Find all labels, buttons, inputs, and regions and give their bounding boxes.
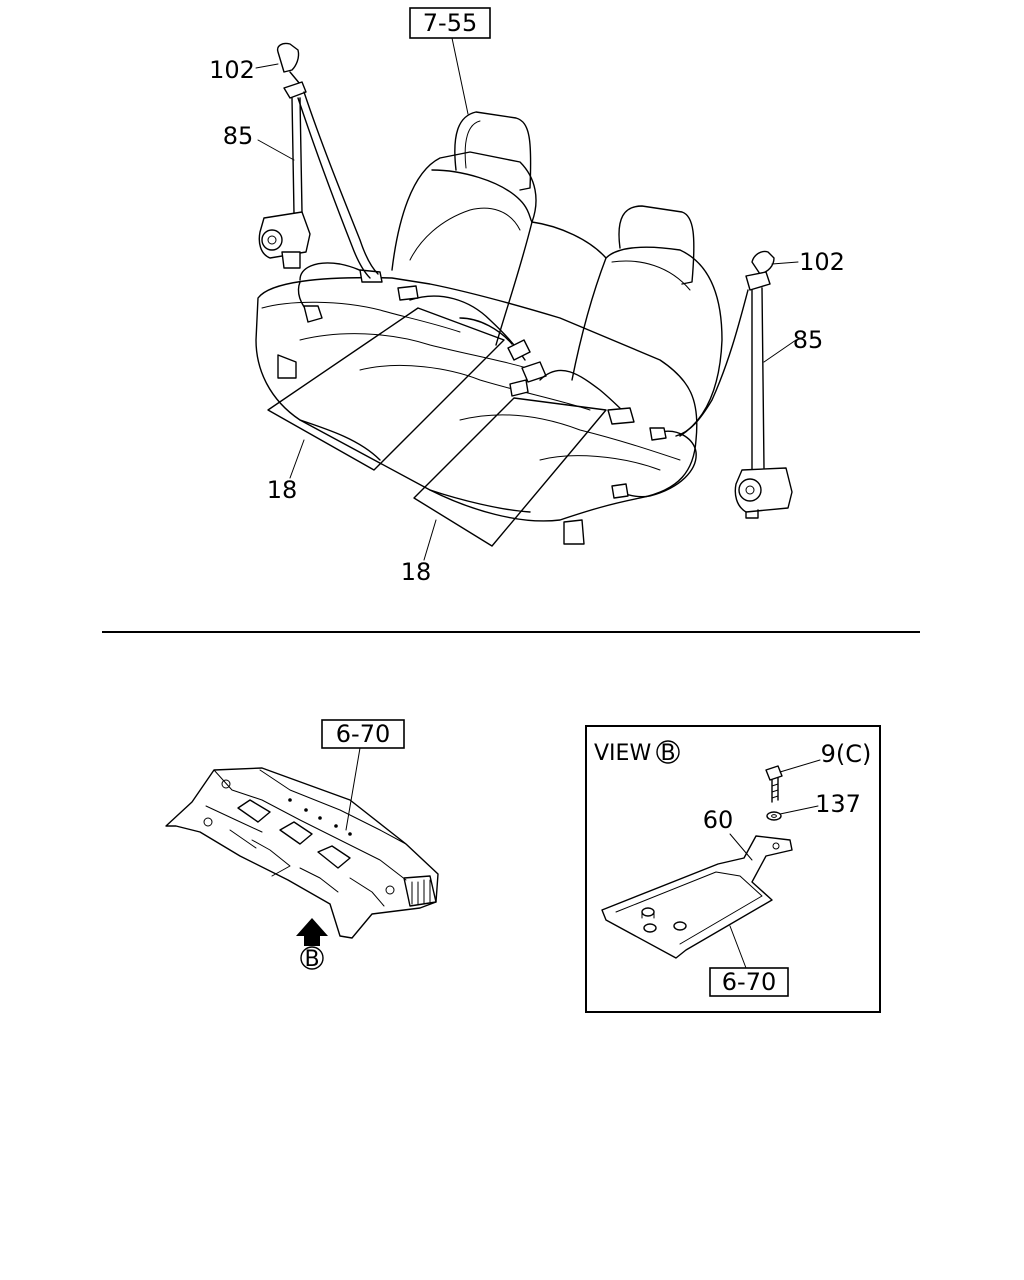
floor-panel [165, 767, 439, 939]
rear-bench-seat [255, 111, 723, 545]
right-seat-belt-assembly [675, 250, 793, 519]
leader-lines-top [255, 37, 799, 561]
leader-lines-view [729, 759, 821, 969]
callout-washer: 137 [815, 790, 861, 818]
ref-box-floor [321, 719, 405, 749]
callout-bracket: 60 [703, 806, 734, 834]
callout-label-right: 18 [401, 558, 432, 586]
callout-belt-right: 85 [793, 326, 824, 354]
label-sheet-left [267, 307, 505, 471]
callout-belt-anchor-right: 102 [799, 248, 845, 276]
view-marker-label: B [304, 947, 319, 972]
callout-label-left: 18 [267, 476, 298, 504]
left-seat-belt-assembly [258, 42, 379, 279]
ref-box-view [709, 967, 789, 997]
bolt [765, 765, 783, 803]
callout-ref-view: 6-70 [722, 968, 776, 996]
bracket-and-tray [601, 835, 793, 959]
washer [766, 811, 782, 821]
callout-ref-floor: 6-70 [336, 720, 390, 748]
view-title: VIEW [594, 741, 651, 766]
callout-bolt: 9(C) [821, 740, 872, 768]
ref-box-seat [409, 7, 491, 39]
callout-belt-anchor-left: 102 [209, 56, 255, 84]
callout-ref-seat: 7-55 [423, 9, 477, 37]
leader-floor-ref [345, 747, 361, 831]
callout-belt-left: 85 [223, 122, 254, 150]
view-title-marker-circle [656, 740, 680, 764]
view-direction-arrow: B [296, 918, 328, 972]
label-sheet-right [413, 397, 607, 547]
view-b-detail-box [585, 725, 881, 1013]
view-title-marker: B [660, 741, 675, 766]
